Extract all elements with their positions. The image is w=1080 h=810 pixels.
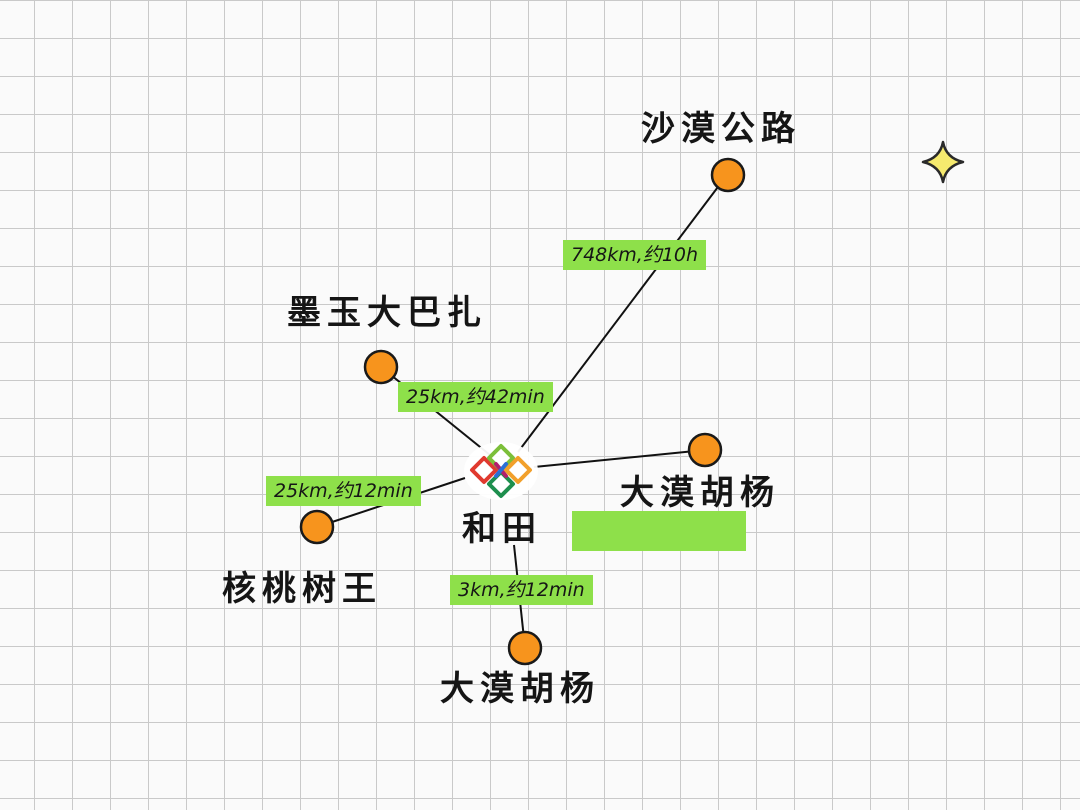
label-center-hotan: 和田 (462, 509, 542, 549)
road-desert-highway (517, 174, 728, 453)
road-populus-east (533, 449, 706, 468)
sparkle-star-icon (921, 140, 965, 184)
route-tag-populus-south: 3km,约12min (450, 575, 593, 605)
marker-populus-east[interactable] (687, 432, 723, 468)
route-tag-walnut-king: 25km,约12min (266, 476, 421, 506)
marker-desert-highway[interactable] (710, 157, 746, 193)
label-populus-east: 大漠胡杨 (620, 473, 780, 513)
label-desert-highway: 沙漠公路 (641, 109, 801, 149)
marker-moyu-dabazha[interactable] (363, 349, 399, 385)
marker-populus-south[interactable] (507, 630, 543, 666)
label-walnut-king: 核桃树王 (222, 569, 382, 609)
route-tag-moyu-dabazha: 25km,约42min (398, 382, 553, 412)
knot-logo-icon[interactable] (462, 440, 540, 502)
route-tag-desert-highway: 748km,约10h (563, 240, 707, 270)
marker-walnut-king[interactable] (299, 509, 335, 545)
label-moyu-dabazha: 墨玉大巴扎 (287, 293, 487, 333)
route-tag-populus-east (572, 511, 746, 551)
label-populus-south: 大漠胡杨 (440, 669, 600, 709)
